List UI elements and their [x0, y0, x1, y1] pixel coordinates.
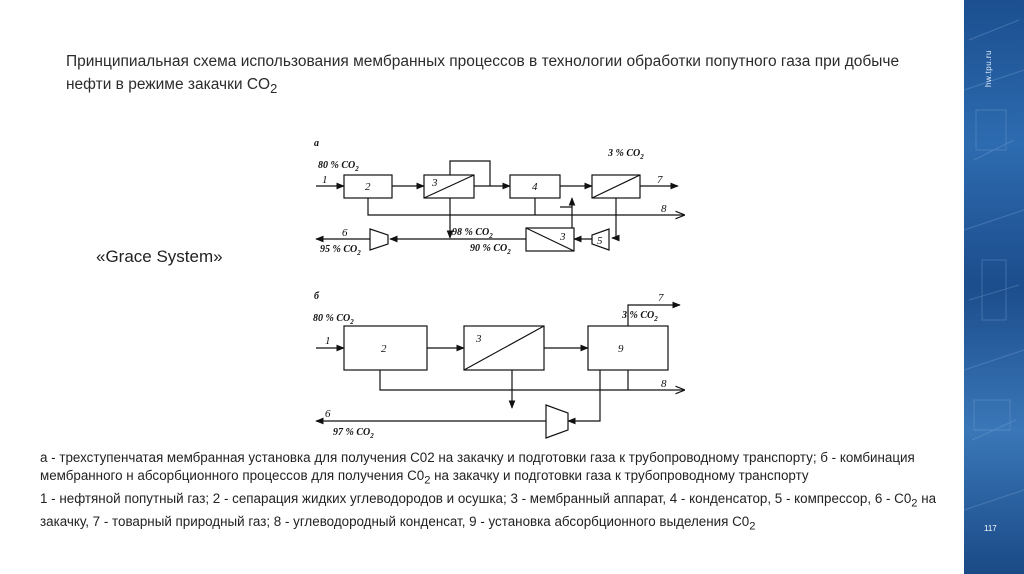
slide-title: Принципиальная схема использования мембр…	[66, 53, 900, 97]
a-membrane-3-label: 3	[431, 177, 438, 189]
b-box-9-label: 9	[618, 343, 624, 355]
b-box-9	[587, 325, 669, 371]
b-condensate-line	[379, 370, 684, 390]
a-compressor-5-label: 5	[597, 235, 603, 247]
a-bypass-top	[449, 160, 491, 186]
a-membrane-3-low-label: 3	[559, 231, 566, 243]
a-membrane-3-diagonal	[423, 174, 475, 199]
a-membrane-3-low-diagonal	[525, 227, 575, 252]
b-top-co2: 3 % CO2	[621, 310, 658, 323]
grace-system-label: «Grace System»	[96, 247, 223, 266]
b-membrane-3-label: 3	[475, 333, 482, 345]
a-label-7: 7	[657, 174, 663, 186]
diagram-b-label: б	[314, 291, 320, 302]
caption: а - трехступенчатая мембранная установка…	[40, 449, 955, 536]
b-label-1: 1	[325, 335, 331, 347]
a-box-2-label: 2	[365, 181, 371, 193]
b-output-7	[627, 301, 681, 326]
diagram-b: б 80 % CO2 1 2 3 9 3 % CO2 7 8 6 97 % CO…	[313, 291, 684, 440]
sidebar-decoration	[964, 0, 1024, 574]
caption-line-2: 1 - нефтяной попутный газ; 2 - сепарация…	[40, 491, 937, 533]
sidebar-texture	[964, 19, 1024, 511]
b-membrane-3-diagonal	[463, 325, 545, 371]
b-box-2-label: 2	[381, 343, 387, 355]
a-box-4-label: 4	[532, 181, 538, 193]
process-diagrams: а 80 % CO2 1 2 3 4 3 % CO2 7 8 5	[313, 138, 964, 440]
b-inject-co2: 97 % CO2	[333, 427, 374, 440]
b-label-7: 7	[658, 292, 664, 304]
a-recycle-bend	[560, 206, 573, 228]
b-label-6: 6	[325, 408, 331, 420]
caption-line-1: а - трехступенчатая мембранная установка…	[40, 450, 915, 487]
a-compressor-6	[369, 228, 389, 251]
a-membrane-3-top-diagonal	[591, 174, 641, 199]
b-label-8: 8	[661, 378, 667, 390]
a-compressor-5	[591, 228, 610, 251]
a-inject-co2: 95 % CO2	[320, 244, 361, 257]
a-to-compressor-5	[611, 198, 620, 242]
a-label-6: 6	[342, 227, 348, 239]
diagram-a: а 80 % CO2 1 2 3 4 3 % CO2 7 8 5	[314, 138, 684, 257]
page-number: 117	[984, 524, 997, 533]
a-condensate-line	[367, 198, 684, 215]
b-compressor	[545, 404, 569, 439]
a-label-8: 8	[661, 203, 667, 215]
a-feed-co2: 80 % CO2	[318, 160, 359, 173]
a-label-1: 1	[322, 174, 328, 186]
b-feed-co2: 80 % CO2	[313, 313, 354, 326]
a-top-co2: 3 % CO2	[607, 148, 644, 161]
a-mid-co2: 98 % CO2	[452, 227, 493, 240]
side-url: hw.tpu.ru	[984, 50, 993, 87]
diagram-a-label: а	[314, 138, 319, 149]
a-low-co2: 90 % CO2	[470, 243, 511, 256]
b-line-9-compressor	[567, 370, 601, 425]
